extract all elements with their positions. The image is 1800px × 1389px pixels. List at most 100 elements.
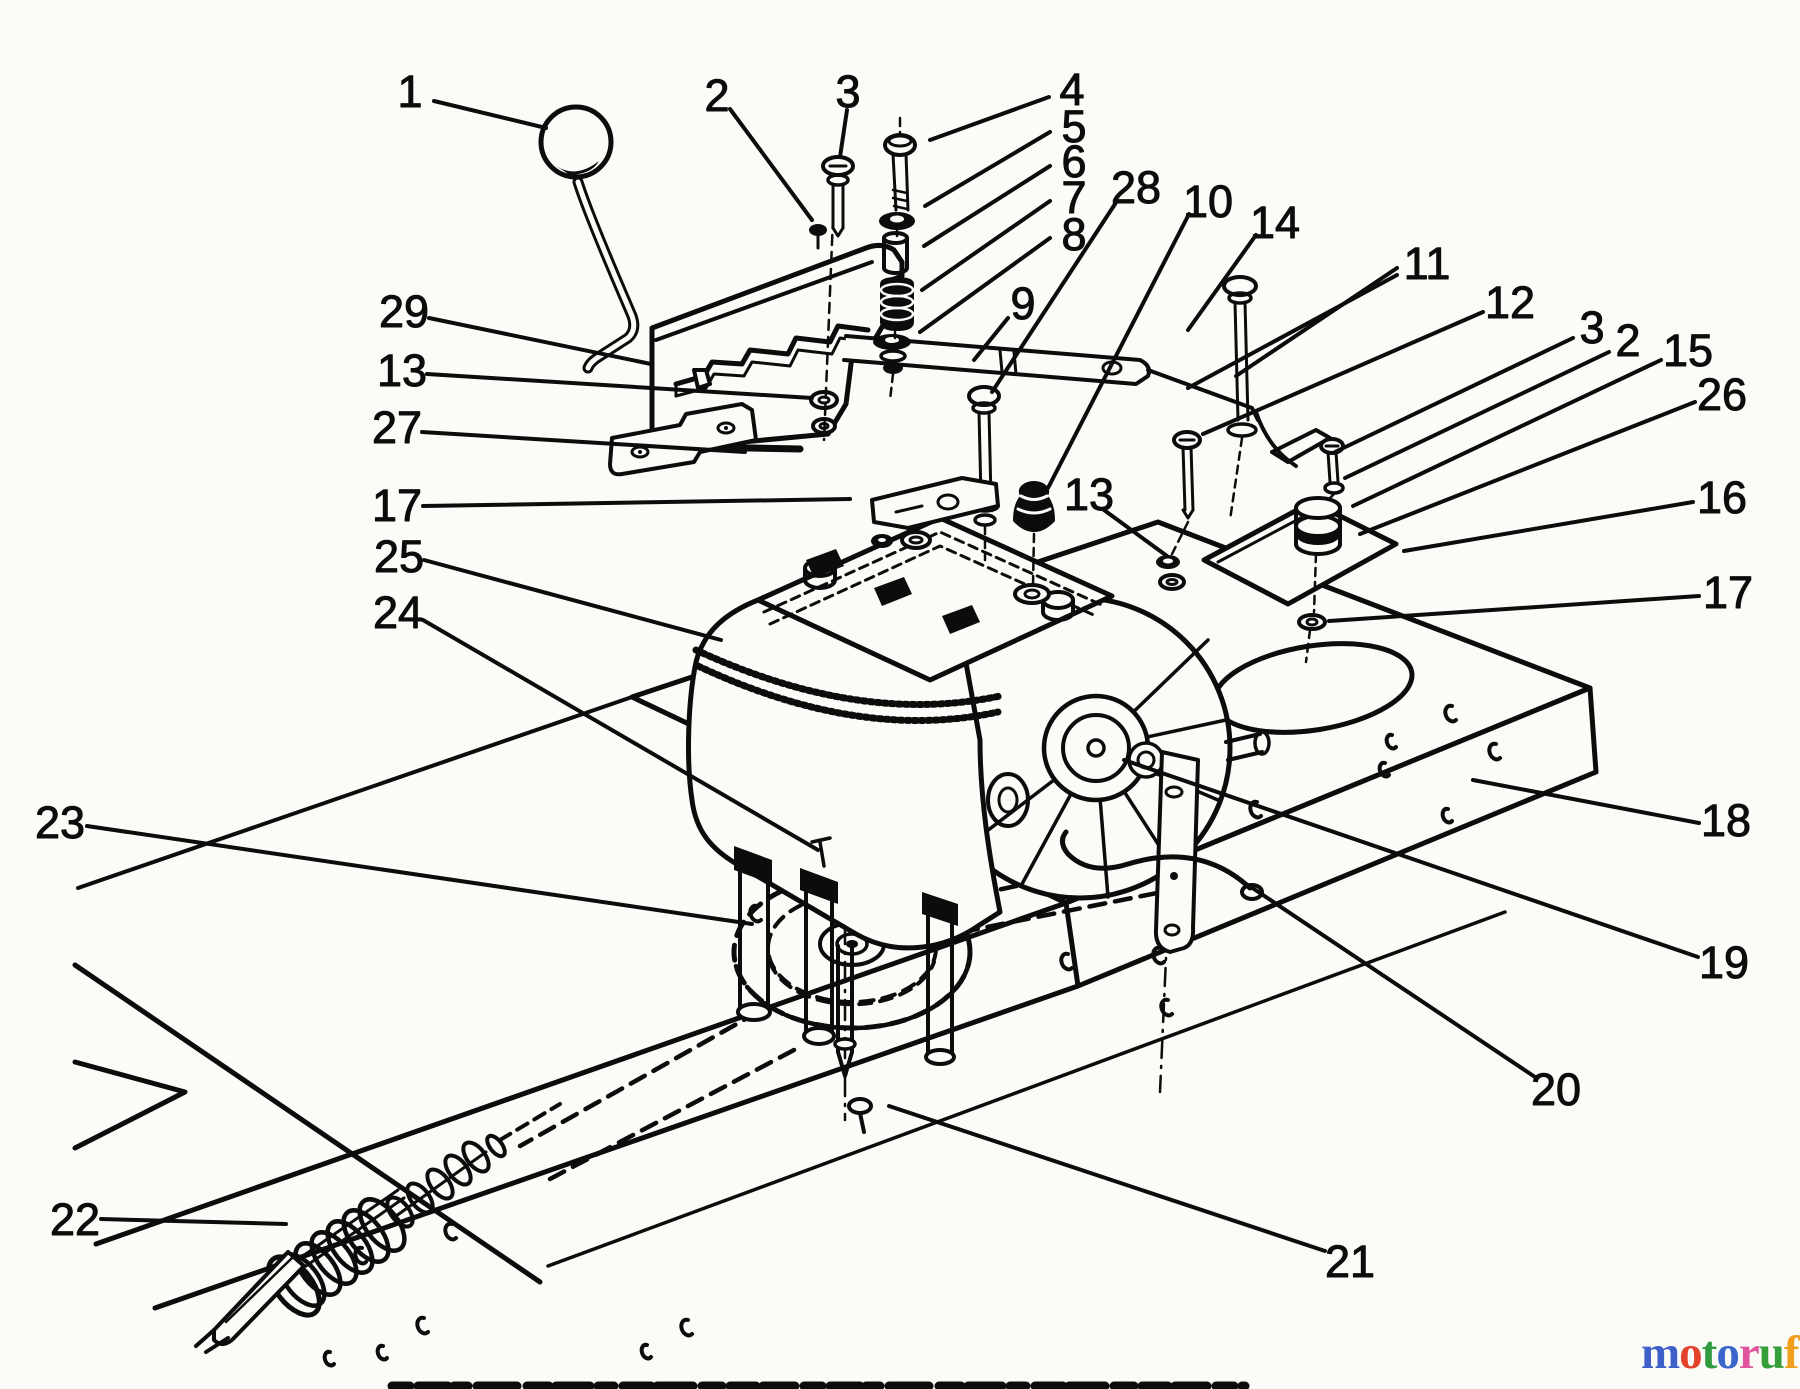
callout-label-c14: 14	[1250, 197, 1300, 248]
spacer-6	[882, 231, 909, 275]
callout-label-c20: 20	[1531, 1064, 1581, 1115]
nut-2	[809, 224, 827, 250]
callout-label-c26: 26	[1697, 369, 1747, 420]
callout-label-c13a: 13	[377, 345, 427, 396]
bolt-11	[1222, 275, 1258, 522]
logo-letter: o	[1679, 1327, 1702, 1379]
callout-leader-c21	[887, 1104, 1327, 1253]
logo-letter: t	[1701, 1327, 1718, 1379]
callout-leader-c14	[1186, 233, 1258, 332]
callout-leader-c5	[923, 130, 1052, 208]
transmission-cover	[755, 515, 1115, 683]
callout-leader-c6	[922, 164, 1052, 248]
callout-label-c1: 1	[397, 66, 422, 117]
spring-assembly	[194, 1102, 562, 1354]
callout-leader-c17b	[1327, 594, 1701, 623]
callout-label-c17a: 17	[372, 480, 422, 531]
callout-label-c9: 9	[1010, 278, 1035, 329]
callout-label-c15: 15	[1663, 325, 1713, 376]
callout-leader-c7	[920, 199, 1052, 292]
callout-leader-c19	[1122, 758, 1700, 959]
motoruf-logo: motoruf .de	[1641, 1326, 1800, 1386]
callout-label-c3b: 3	[1579, 302, 1604, 353]
washer-17-right	[1297, 613, 1327, 631]
callout-label-c18: 18	[1701, 795, 1751, 846]
callout-leader-c22	[99, 1217, 288, 1226]
callout-leader-c11	[1186, 273, 1399, 390]
motoruf-logo-word: motoruf	[1641, 1326, 1800, 1380]
callout-label-c10: 10	[1183, 176, 1233, 227]
callout-leader-c3	[838, 108, 849, 159]
hanger-strap	[1153, 750, 1200, 1094]
transmission-legs	[734, 846, 958, 1066]
callout-leader-c12	[1201, 310, 1485, 436]
axle-housing	[927, 595, 1271, 901]
callout-leader-c24	[421, 618, 820, 852]
callout-leader-c26	[1358, 400, 1697, 536]
callout-leader-c9	[972, 316, 1010, 362]
mount-plate-group	[1201, 410, 1399, 664]
callout-leader-c28	[990, 199, 1119, 394]
callout-label-c4: 4	[1059, 64, 1084, 115]
callout-label-c2: 2	[704, 70, 729, 121]
callout-leader-c3b	[1333, 336, 1575, 454]
callout-label-c29: 29	[379, 286, 429, 337]
lever-end-in-gate	[692, 368, 712, 390]
screw-3	[821, 155, 855, 238]
callout-leader-c10	[1046, 212, 1191, 490]
bolt-4-stack	[873, 116, 917, 402]
callout-label-c13b: 13	[1064, 469, 1114, 520]
pulley-bolt	[847, 1097, 873, 1134]
callout-label-c24: 24	[373, 587, 423, 638]
shift-lever-group	[538, 104, 640, 374]
callout-leader-c4	[928, 95, 1051, 142]
shift-console	[649, 216, 1260, 453]
dome-plug-10	[1013, 481, 1055, 605]
callout-leader-c20	[1246, 883, 1537, 1079]
callout-label-c23: 23	[35, 797, 85, 848]
callout-leader-c17a	[421, 497, 852, 508]
spring-anchor-lever	[194, 1188, 406, 1354]
callout-leader-c13b	[1102, 508, 1169, 558]
shaft-pin	[810, 836, 832, 868]
callout-leader-c1	[432, 99, 548, 130]
callout-label-c7: 7	[1061, 172, 1086, 223]
logo-letter: f	[1783, 1327, 1800, 1379]
logo-letter: m	[1641, 1327, 1680, 1379]
washers-13	[1156, 555, 1186, 591]
callout-leader-c2b	[1343, 350, 1611, 480]
cone-washer-stack	[385, 1133, 507, 1229]
logo-letter: r	[1738, 1327, 1760, 1379]
logo-letter: u	[1758, 1327, 1785, 1379]
callout-label-c12: 12	[1485, 277, 1535, 328]
callout-label-c3: 3	[835, 66, 860, 117]
screw-12	[1170, 430, 1202, 556]
shift-bracket-27	[608, 402, 758, 477]
shift-link-bar	[870, 476, 1000, 530]
callout-leader-c8	[918, 236, 1052, 334]
logo-letter: o	[1716, 1327, 1739, 1379]
callout-label-c22: 22	[50, 1194, 100, 1245]
callout-label-c11: 11	[1404, 238, 1451, 289]
callout-leader-c25	[422, 558, 723, 642]
callout-leader-c2	[728, 107, 814, 222]
shift-knob	[538, 104, 614, 180]
callout-label-c27: 27	[372, 402, 422, 453]
callout-label-c6: 6	[1061, 136, 1086, 187]
spring-7	[879, 277, 915, 331]
callout-leader-c16	[1402, 500, 1695, 553]
input-shaft	[810, 836, 857, 1078]
callout-leader-c11	[1234, 266, 1399, 378]
callout-label-c17b: 17	[1703, 567, 1753, 618]
callout-label-c28: 28	[1111, 162, 1161, 213]
torque-rod	[1146, 368, 1260, 422]
callout-leader-c13a	[425, 372, 814, 400]
transmission	[686, 515, 1271, 1094]
callout-label-c2b: 2	[1615, 315, 1640, 366]
cover-washers	[871, 530, 932, 550]
rubber-mount-15-26	[1294, 496, 1342, 556]
callout-leader-c27	[420, 430, 747, 454]
